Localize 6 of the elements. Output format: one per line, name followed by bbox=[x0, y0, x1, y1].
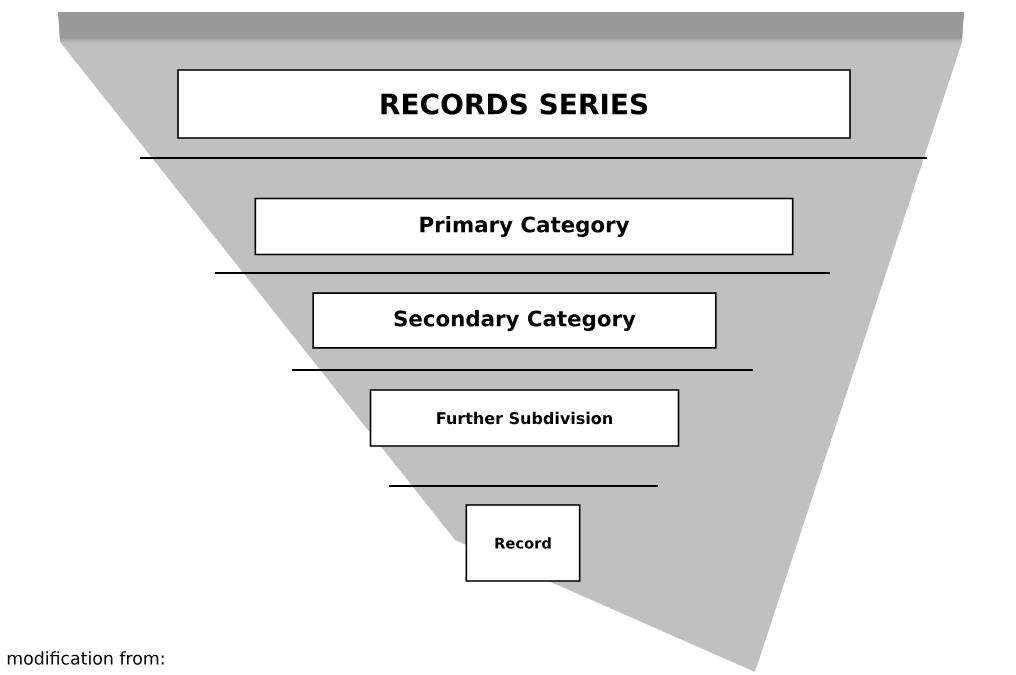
note-text: modification from: bbox=[7, 651, 164, 665]
text-box: RECORDS SERIES bbox=[177, 69, 851, 139]
text-box: Secondary Category bbox=[312, 292, 717, 349]
text-box: Record bbox=[465, 504, 581, 582]
text-box: Primary Category bbox=[254, 197, 794, 256]
text-box: Further Subdivision bbox=[369, 389, 680, 447]
